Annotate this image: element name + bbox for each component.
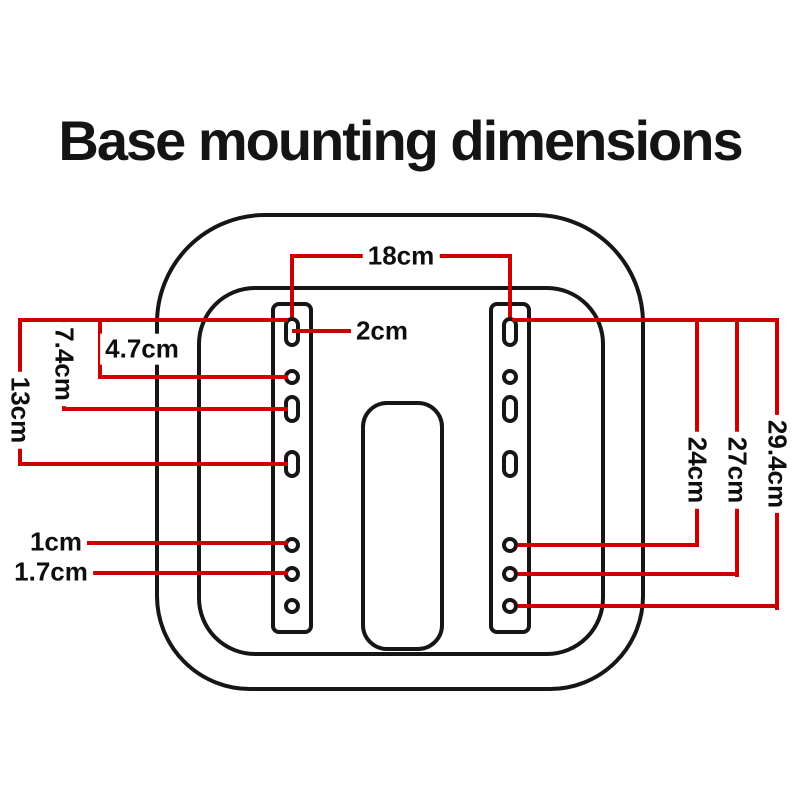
mounting-hole-slot	[502, 317, 518, 347]
mounting-hole-slot	[502, 450, 518, 478]
base-outer-outline	[155, 213, 645, 691]
dim-4-7cm-label: 4.7cm	[100, 333, 184, 365]
dim-7-4cm-label: 7.4cm	[48, 322, 80, 406]
dim-13cm-label: 13cm	[4, 371, 36, 449]
mounting-hole-circle	[284, 598, 300, 614]
dim-2cm-label: 2cm	[350, 315, 414, 347]
page-title: Base mounting dimensions	[58, 109, 743, 172]
dim-27cm-hline	[518, 572, 739, 576]
mounting-hole-circle	[502, 598, 518, 614]
dim-29-4cm-label: 29.4cm	[761, 414, 793, 514]
dim-18cm-drop-left	[290, 254, 294, 317]
mounting-hole-slot	[502, 395, 518, 423]
mounting-hole-circle	[502, 369, 518, 385]
dim-13cm-hline	[18, 462, 288, 466]
dim-1-7cm-line	[90, 571, 288, 575]
dim-left-reference-line	[20, 318, 288, 322]
dim-4-7cm-hline	[98, 375, 288, 379]
dim-18cm-label: 18cm	[362, 240, 440, 272]
dim-1cm-label: 1cm	[24, 526, 88, 558]
dim-7-4cm-hline	[62, 407, 288, 411]
dim-24cm-label: 24cm	[681, 431, 713, 509]
base-inner-outline	[197, 286, 605, 656]
dim-2cm-line	[292, 329, 354, 333]
dim-24cm-hline	[518, 543, 699, 547]
dim-1cm-line	[84, 541, 288, 545]
dim-4-7cm-vline	[98, 318, 102, 379]
dim-18cm-drop-right	[508, 254, 512, 317]
mounting-hole-circle	[502, 566, 518, 582]
center-slot	[361, 401, 444, 651]
dim-29-4cm-hline	[518, 604, 779, 608]
dim-1-7cm-label: 1.7cm	[9, 556, 93, 588]
dim-right-reference-line	[512, 318, 779, 322]
mounting-hole-circle	[284, 537, 300, 553]
mounting-hole-circle	[502, 537, 518, 553]
dim-27cm-label: 27cm	[721, 431, 753, 509]
